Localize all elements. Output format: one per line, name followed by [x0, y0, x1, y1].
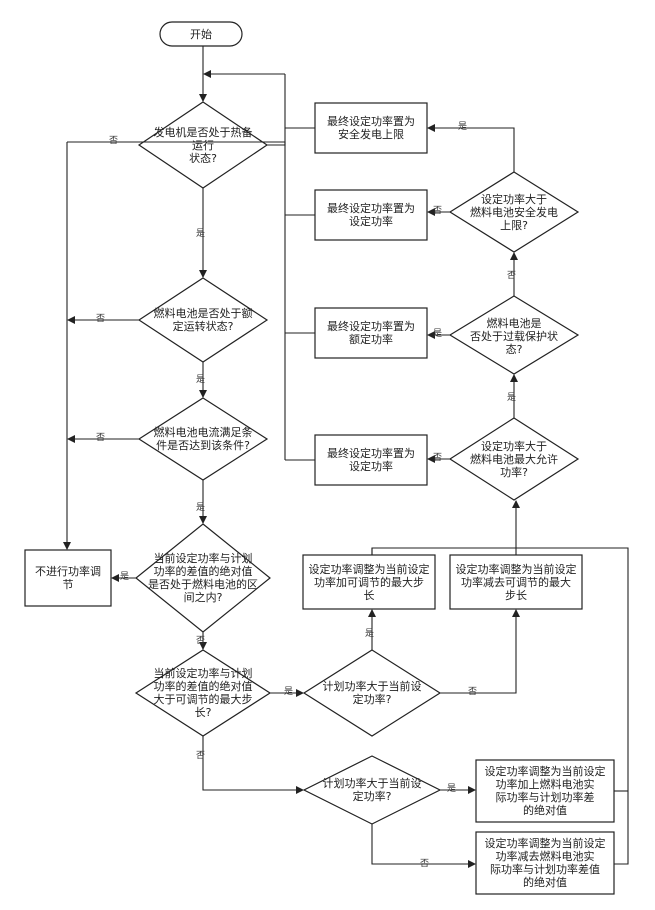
- box-sub-diff-label: 设定功率调整为当前设定 功率减去燃料电池实 际功率与计划功率差值 的绝对值: [476, 832, 614, 894]
- box-final-set-label: 最终设定功率置为 设定功率: [315, 435, 427, 485]
- decision-diff-step-label: 当前设定功率与计划 功率的差值的绝对值 大于可调节的最大步 长?: [146, 665, 260, 721]
- edge-dA-yes: 是: [507, 390, 516, 403]
- box-decrease-step-label: 设定功率调整为当前设定 功率减去可调节的最大 步长: [450, 555, 582, 609]
- edge-d3-yes: 是: [196, 500, 205, 513]
- edge-d1-no: 否: [109, 133, 118, 146]
- edge-d5-no: 否: [196, 748, 205, 761]
- box-increase-step-label: 设定功率调整为当前设定 功率加可调节的最大步 长: [303, 555, 435, 609]
- box-final-safe-label: 最终设定功率置为 安全发电上限: [315, 103, 427, 153]
- arrow-d6-no: [440, 610, 516, 693]
- edge-d2-yes: 是: [196, 372, 205, 385]
- decision-exceeds-max-label: 设定功率大于 燃料电池最大允许 功率?: [458, 436, 570, 482]
- box-no-adjust-label: 不进行功率调 节: [25, 550, 111, 606]
- edge-d4-yes: 是: [120, 569, 129, 582]
- edge-dA-no: 否: [433, 450, 442, 463]
- arrow-d5-d7: [203, 736, 303, 790]
- edge-d7-yes: 是: [447, 781, 456, 794]
- decision-plan-gt-set-2-label: 计划功率大于当前设 定功率?: [314, 770, 430, 810]
- start-label: 开始: [160, 22, 242, 46]
- decision-overload-label: 燃料电池是 否处于过载保护状 态?: [458, 313, 570, 359]
- box-final-rated-label: 最终设定功率置为 额定功率: [315, 308, 427, 358]
- decision-standby-label: 发电机是否处于热备运行 状态?: [149, 125, 257, 165]
- edge-dC-yes: 是: [458, 119, 467, 132]
- edge-dC-no: 否: [433, 203, 442, 216]
- decision-rated-state-label: 燃料电池是否处于额 定运转状态?: [149, 300, 257, 340]
- decision-plan-gt-set-1-label: 计划功率大于当前设 定功率?: [314, 673, 430, 713]
- decision-exceeds-safe-label: 设定功率大于 燃料电池安全发电 上限?: [458, 189, 570, 235]
- edge-d3-no: 否: [96, 430, 105, 443]
- edge-d7-no: 否: [420, 856, 429, 869]
- edge-d6-no: 否: [468, 684, 477, 697]
- box-final-set-2-label: 最终设定功率置为 设定功率: [315, 190, 427, 240]
- edge-dB-yes: 是: [433, 326, 442, 339]
- arrow-dC-yes: [428, 128, 514, 172]
- edge-d2-no: 否: [96, 311, 105, 324]
- edge-d6-yes: 是: [365, 626, 374, 639]
- edge-d1-yes: 是: [196, 226, 205, 239]
- box-add-diff-label: 设定功率调整为当前设定 功率加上燃料电池实 际功率与计划功率差 的绝对值: [476, 760, 614, 822]
- edge-d4-no: 否: [196, 633, 205, 646]
- decision-in-range-label: 当前设定功率与计划 功率的差值的绝对值 是否处于燃料电池的区 间之内?: [146, 550, 260, 606]
- decision-condition-label: 燃料电池电流满足条 件是否达到该条件?: [149, 419, 257, 459]
- edge-d5-yes: 是: [284, 684, 293, 697]
- edge-dB-no: 否: [507, 268, 516, 281]
